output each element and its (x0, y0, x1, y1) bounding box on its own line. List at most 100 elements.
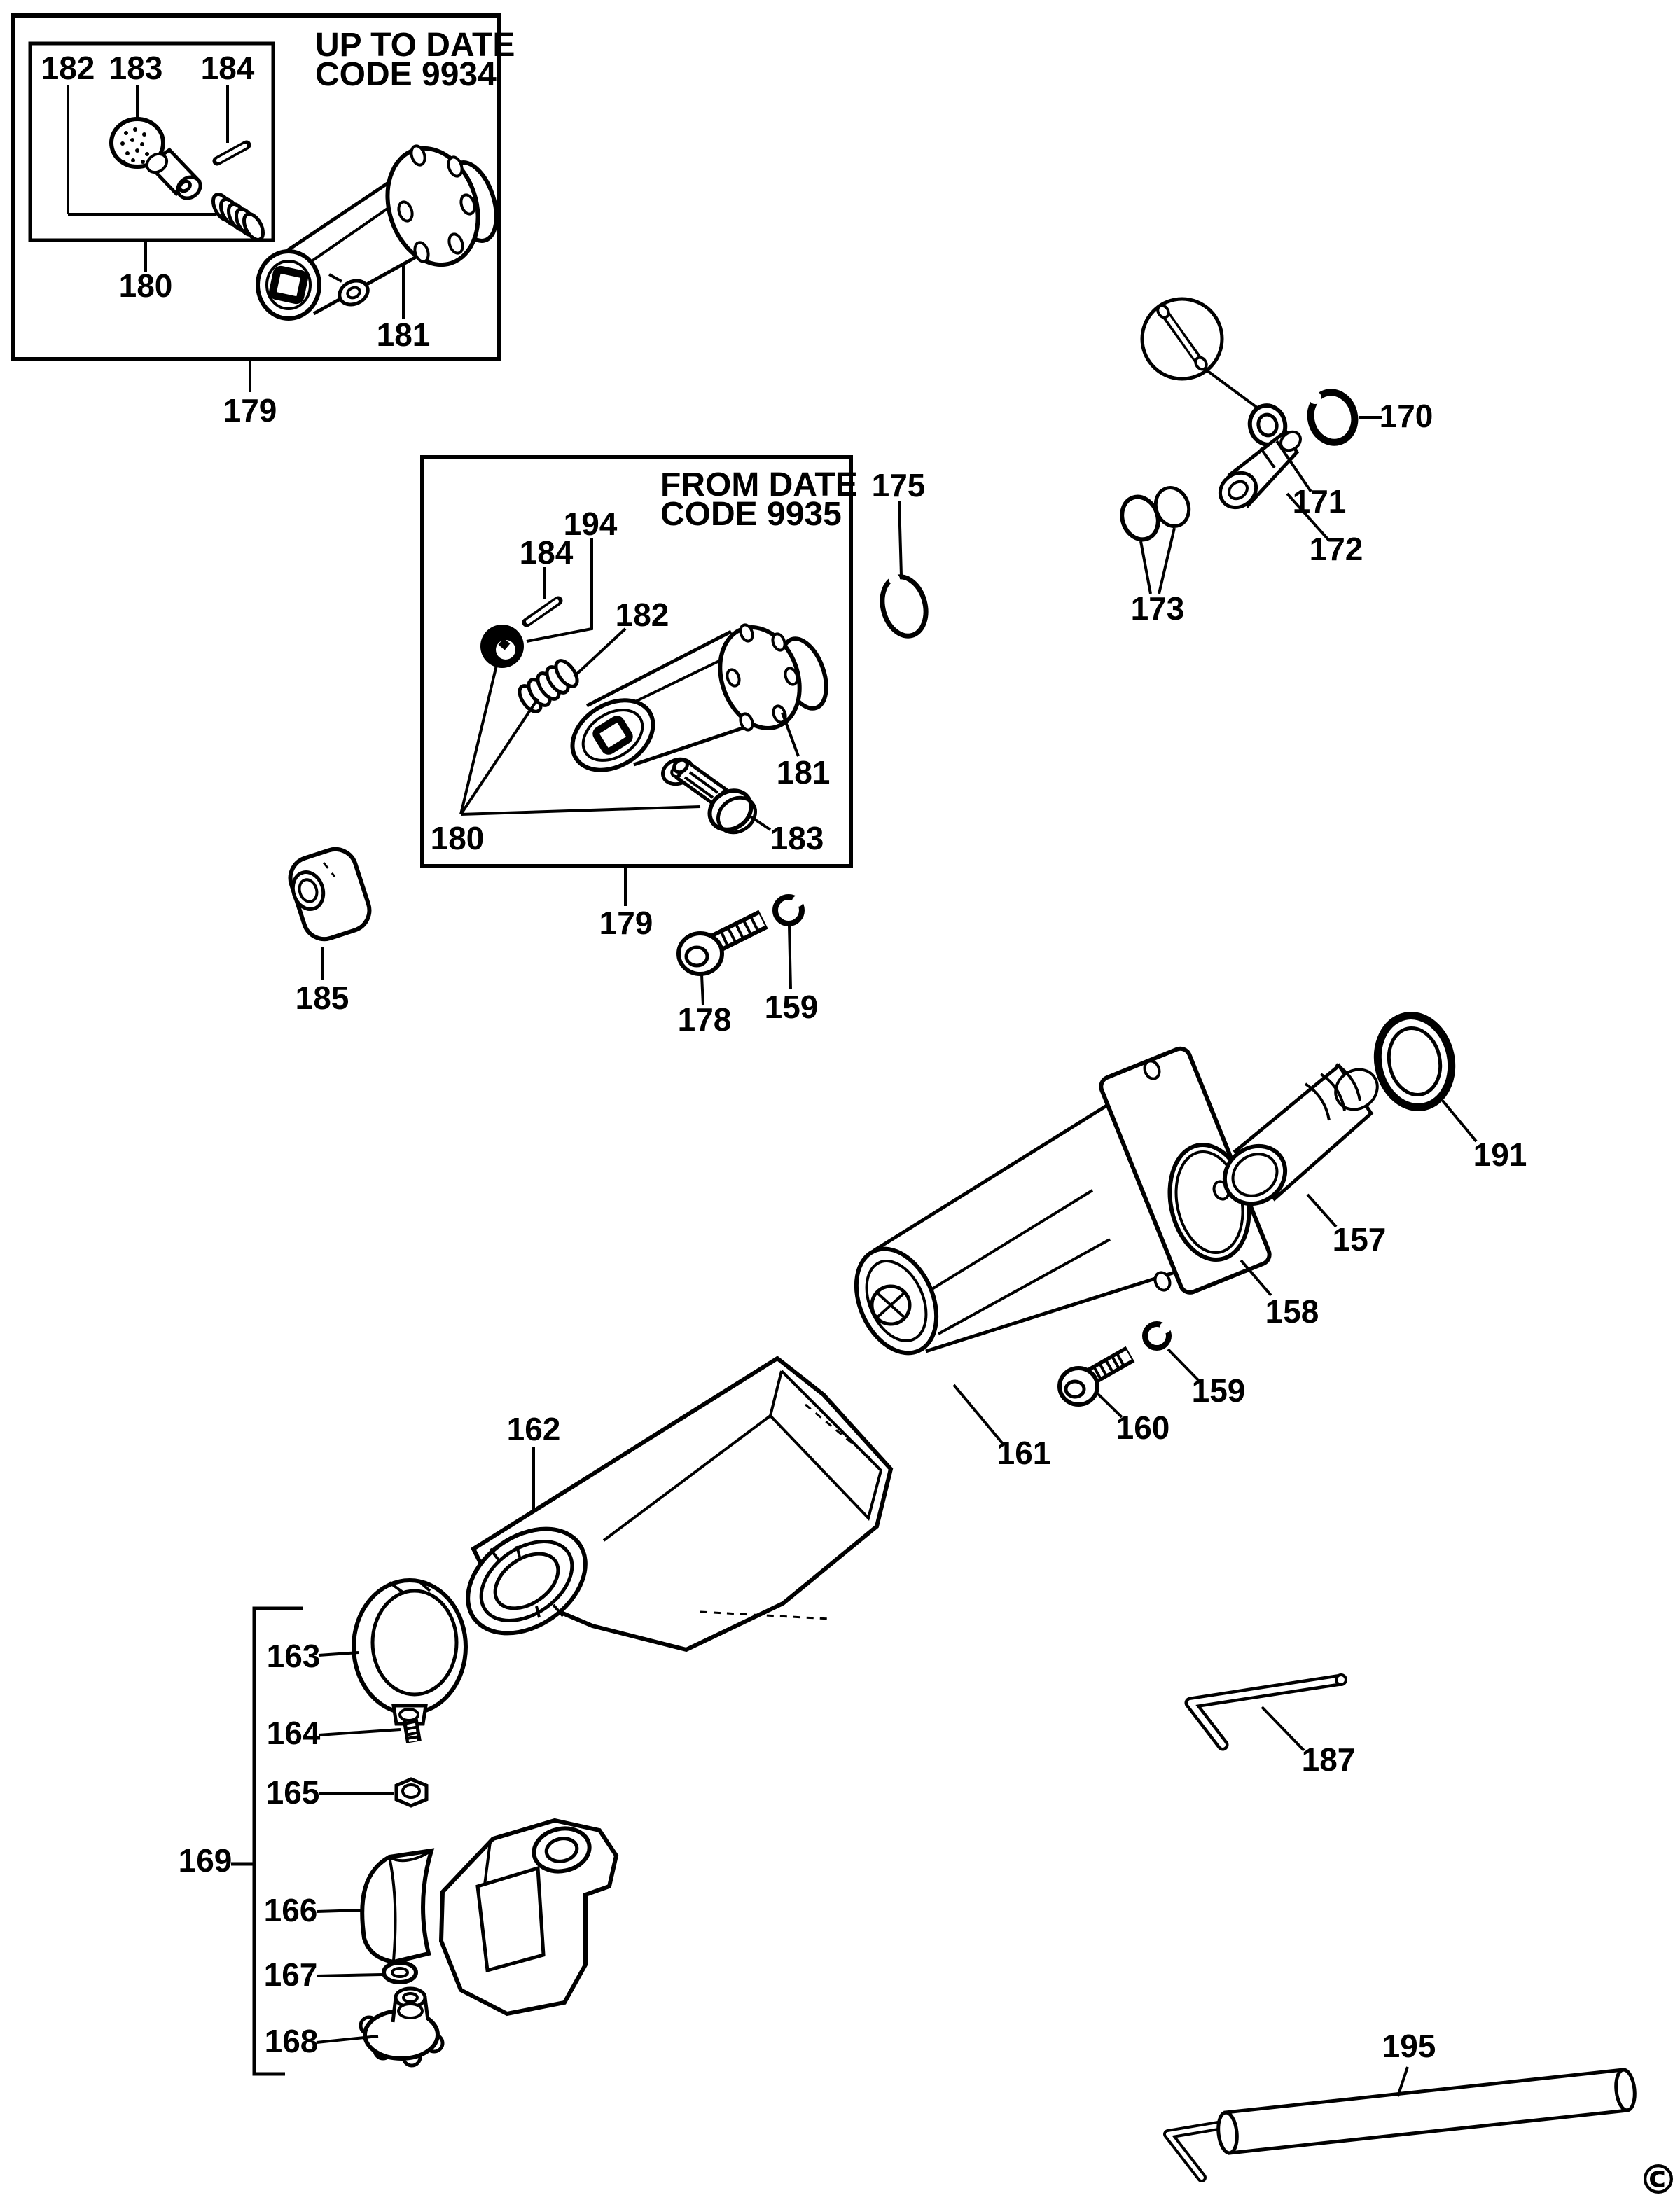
part-label-159-second: 159 (1192, 1372, 1246, 1409)
leader-175 (898, 500, 903, 576)
screw-160 (1057, 1346, 1135, 1407)
part-label-172: 172 (1310, 531, 1363, 567)
part-label-160: 160 (1116, 1409, 1170, 1446)
part-label-179-early: 179 (223, 392, 277, 429)
copyright-mark: © (1638, 2156, 1679, 2203)
valve-part-early (109, 117, 202, 200)
leader-161 (952, 1384, 1004, 1445)
leader-182-late (573, 627, 627, 678)
leader-178 (700, 974, 704, 1006)
leader-191 (1441, 1099, 1478, 1143)
part-label-157: 157 (1333, 1221, 1387, 1258)
cylinder-assembly-161: 191 157 158 161 160 159 (854, 1012, 1527, 1471)
part-label-180-late: 180 (431, 820, 485, 856)
clevis-pin-late (672, 758, 757, 835)
part-label-182-early: 182 (41, 50, 95, 86)
part-label-180-early: 180 (119, 267, 173, 304)
part-label-184-early: 184 (201, 50, 255, 86)
spindle-housing-early (256, 144, 499, 321)
hex-key-187: 187 (1184, 1673, 1356, 1778)
part-label-185: 185 (296, 980, 349, 1016)
part-label-159-first: 159 (765, 989, 819, 1025)
cylinder-161 (854, 1046, 1272, 1356)
ring-159-second (1142, 1321, 1172, 1351)
box-late-outline (420, 455, 853, 868)
o-ring-175 (880, 573, 929, 639)
part-label-179-late: 179 (599, 905, 653, 941)
funnel-and-clamp-group: 162 163 164 165 166 167 168 169 (179, 1356, 894, 2076)
leader-157 (1306, 1193, 1338, 1228)
leader-171 (1275, 440, 1312, 493)
retaining-ring-170 (1307, 389, 1359, 446)
leader-194 (526, 538, 593, 643)
ring-191 (1373, 1012, 1456, 1111)
leader-183-late (746, 813, 772, 831)
funnel-162 (466, 1356, 894, 1652)
part-label-166: 166 (264, 1892, 318, 1928)
part-label-163: 163 (267, 1638, 321, 1674)
tube-195-body (1223, 2068, 1630, 2155)
part-label-164: 164 (267, 1715, 321, 1751)
part-label-162: 162 (507, 1411, 561, 1447)
bumper-185 (288, 847, 372, 942)
leader-magnifier (1205, 368, 1258, 409)
cluster-185-178-159: 185 178 159 (288, 847, 819, 1038)
clamp-ring-163 (352, 1578, 468, 1726)
nut-165 (394, 1777, 429, 1808)
part-label-171: 171 (1293, 483, 1347, 520)
part-label-175: 175 (872, 467, 926, 503)
part-label-169: 169 (179, 1842, 232, 1879)
part-label-195: 195 (1382, 2028, 1436, 2064)
valve-head-dots (120, 127, 149, 165)
box-early-title-1: UP TO DATE (315, 27, 515, 64)
tube-195-group: 195 (1163, 2028, 1637, 2182)
saddle-166 (360, 1848, 435, 1965)
leader-195 (1396, 2066, 1409, 2097)
part-label-187: 187 (1302, 1741, 1356, 1778)
box-late-title-1: FROM DATE (660, 466, 858, 503)
grommet-part-late (480, 625, 524, 668)
spring-part-early (211, 193, 265, 242)
ring-159-first (772, 894, 805, 926)
part-label-183-early: 183 (109, 50, 163, 86)
spindle-housing-late (570, 623, 828, 786)
leader-166 (316, 1909, 363, 1913)
pin-part-late (522, 596, 563, 627)
part-label-181-early: 181 (377, 316, 431, 353)
leader-173-1 (1139, 541, 1152, 594)
leader-167 (316, 1973, 382, 1977)
knob-168 (359, 1986, 445, 2068)
leader-168 (316, 2035, 379, 2044)
washer-167 (382, 1961, 418, 1984)
part-label-194: 194 (564, 506, 618, 542)
pin-part-early (212, 140, 251, 166)
box-early-outline (11, 13, 501, 361)
o-rings-173 (1120, 486, 1191, 542)
leader-180-late-1 (459, 662, 499, 815)
box-late-title-2: CODE 9935 (660, 496, 842, 533)
screw-178 (676, 910, 768, 976)
part-label-167: 167 (264, 1956, 318, 1993)
leader-181-late (781, 712, 800, 757)
leader-158 (1240, 1259, 1272, 1297)
leader-187 (1261, 1706, 1305, 1752)
leader-159-first (788, 925, 792, 990)
leader-163 (318, 1651, 359, 1657)
part-label-170: 170 (1380, 398, 1433, 434)
part-label-178: 178 (678, 1001, 732, 1038)
cluster-170-175: 175 170 171 172 173 (872, 297, 1433, 639)
leader-180-late-3 (460, 805, 701, 816)
part-label-161: 161 (997, 1435, 1051, 1471)
box-early-kit-outline (28, 41, 275, 242)
leader-160 (1096, 1392, 1123, 1419)
coupler-157 (1222, 1063, 1379, 1206)
magnifier-pin-detail (1140, 297, 1258, 409)
box-early-title-2: CODE 9934 (315, 56, 497, 93)
box-late-assembly: FROM DATE CODE 9935 (420, 455, 858, 941)
leader-164 (318, 1728, 401, 1736)
leader-172 (1286, 492, 1331, 542)
part-label-165: 165 (266, 1774, 320, 1811)
clamp-screw-164 (398, 1708, 422, 1743)
part-label-191: 191 (1473, 1136, 1527, 1173)
